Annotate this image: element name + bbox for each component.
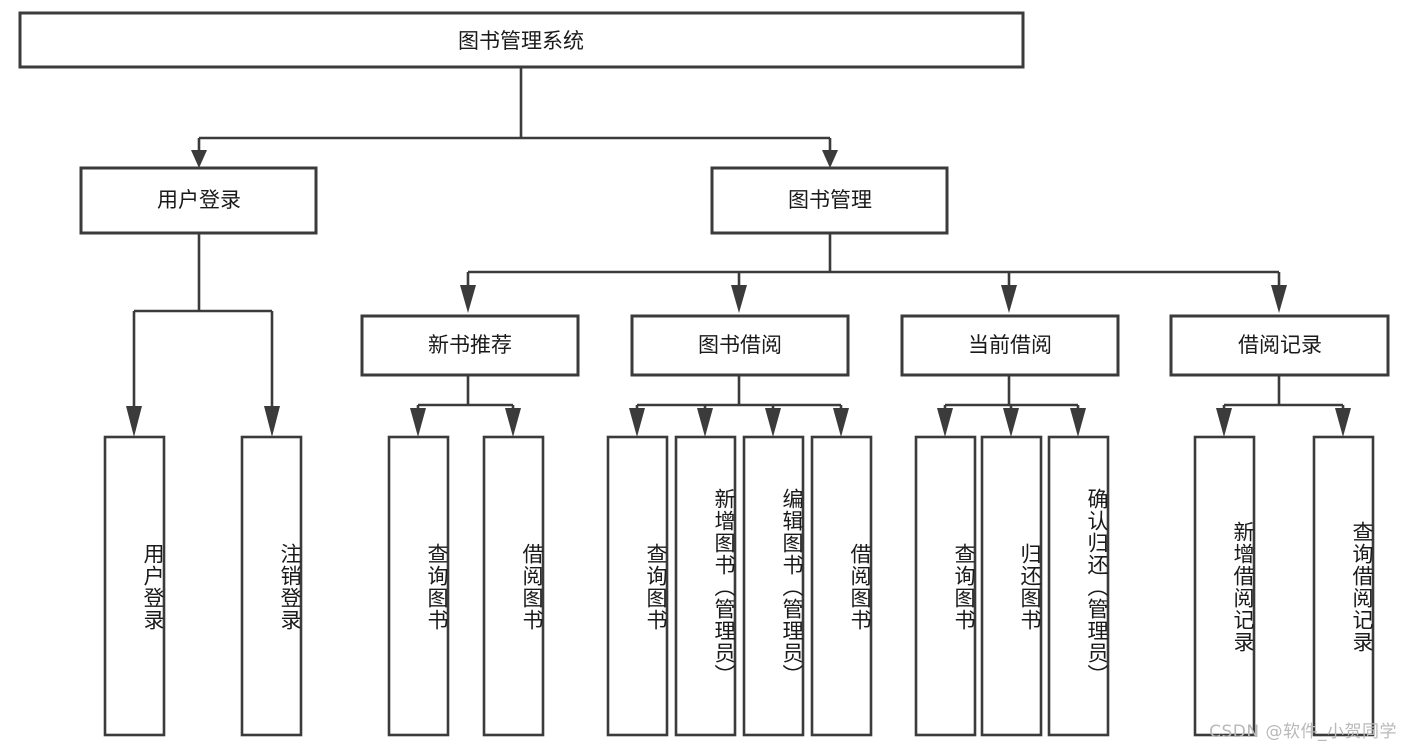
node-book-management[interactable]: 图书管理 xyxy=(710,166,949,235)
leaf-box-user-login-2[interactable] xyxy=(240,435,303,737)
node-book-management-label: 图书管理 xyxy=(788,188,872,212)
node-user-login[interactable]: 用户登录 xyxy=(79,166,318,235)
node-current-borrow-label: 当前借阅 xyxy=(968,333,1052,357)
arrowhead-icon xyxy=(1070,408,1086,437)
arrowhead-icon xyxy=(731,285,747,313)
leaf-box-user-login-1[interactable] xyxy=(103,435,166,737)
arrowhead-icon xyxy=(833,408,849,437)
arrowhead-icon xyxy=(1003,408,1019,437)
arrowhead-icon xyxy=(937,408,953,437)
node-book-borrow-label: 图书借阅 xyxy=(698,333,782,357)
node-new-book-recommend-label: 新书推荐 xyxy=(428,333,512,357)
arrowhead-icon xyxy=(765,408,781,437)
arrowhead-icon xyxy=(1271,285,1287,313)
arrowhead-icon xyxy=(1216,408,1232,437)
leaf-box-current-borrow-2[interactable] xyxy=(980,435,1043,737)
arrowhead-icon xyxy=(264,406,280,437)
arrowhead-icon xyxy=(1335,408,1351,437)
arrowhead-icon xyxy=(697,408,713,437)
leaf-box-book-borrow-2[interactable] xyxy=(674,435,737,737)
arrowhead-icon xyxy=(1001,285,1017,313)
leaf-box-current-borrow-3[interactable] xyxy=(1047,435,1110,737)
leaf-box-book-borrow-4[interactable] xyxy=(810,435,873,737)
node-borrow-record[interactable]: 借阅记录 xyxy=(1169,314,1390,377)
arrowhead-icon xyxy=(460,285,476,313)
leaf-box-borrow-record-1[interactable] xyxy=(1193,435,1256,737)
arrowhead-icon xyxy=(410,408,426,437)
node-book-borrow[interactable]: 图书借阅 xyxy=(630,314,850,377)
arrowhead-icon xyxy=(191,150,207,168)
arrowhead-icon xyxy=(505,408,521,437)
arrowhead-icon xyxy=(629,408,645,437)
node-root-system[interactable]: 图书管理系统 xyxy=(18,11,1025,69)
csdn-watermark: CSDN @软件_小贺同学 xyxy=(1209,722,1397,742)
node-borrow-record-label: 借阅记录 xyxy=(1238,333,1322,357)
arrowhead-icon xyxy=(126,406,142,437)
leaf-box-book-borrow-3[interactable] xyxy=(742,435,805,737)
arrowhead-icon xyxy=(822,150,838,168)
leaf-box-current-borrow-1[interactable] xyxy=(914,435,977,737)
node-current-borrow[interactable]: 当前借阅 xyxy=(900,314,1120,377)
node-layer: 图书管理系统 用户登录 图书管理 新书推荐 图书借阅 xyxy=(18,11,1390,737)
node-user-login-label: 用户登录 xyxy=(157,188,241,212)
leaf-box-borrow-record-2[interactable] xyxy=(1312,435,1375,737)
leaf-box-new-book-1[interactable] xyxy=(387,435,450,737)
leaf-box-book-borrow-1[interactable] xyxy=(606,435,669,737)
leaf-box-new-book-2[interactable] xyxy=(482,435,545,737)
arrowhead-layer xyxy=(126,150,1351,437)
node-new-book-recommend[interactable]: 新书推荐 xyxy=(360,314,580,377)
node-root-label: 图书管理系统 xyxy=(458,29,584,53)
